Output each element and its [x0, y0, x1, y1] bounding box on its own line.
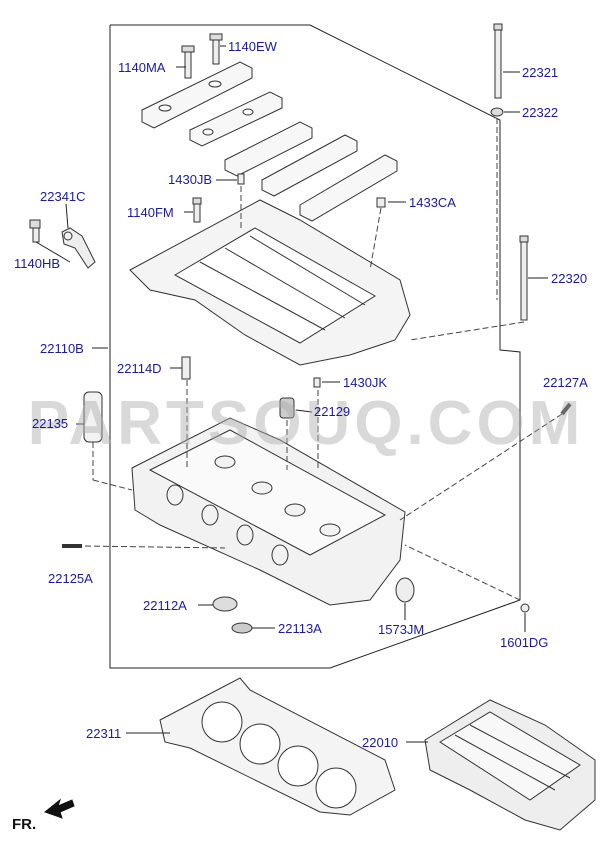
assembly-outline	[109, 24, 521, 669]
label-1140hb[interactable]: 1140HB	[14, 256, 61, 271]
label-22322[interactable]: 22322	[522, 105, 559, 120]
label-1140ma[interactable]: 1140MA	[118, 60, 166, 75]
label-22113a[interactable]: 22113A	[278, 621, 322, 636]
watermark: PARTSOUQ.COM	[27, 389, 585, 458]
dowel-1430jb[interactable]	[237, 173, 245, 185]
cylinder-head-assembly-22010[interactable]	[424, 699, 596, 831]
bolt-1140ma[interactable]	[181, 45, 195, 79]
dowel-1430jk[interactable]	[313, 377, 321, 388]
sleeve-22114d[interactable]	[181, 356, 191, 380]
pin-1601dg[interactable]	[520, 603, 530, 613]
bracket-22341c[interactable]	[61, 227, 96, 269]
plug-1573jm[interactable]	[395, 577, 415, 603]
label-22320[interactable]: 22320	[551, 271, 588, 286]
label-1433ca[interactable]: 1433CA	[409, 195, 456, 210]
label-1140fm[interactable]: 1140FM	[127, 205, 174, 220]
label-1601dg[interactable]: 1601DG	[500, 635, 549, 650]
pin-22127a[interactable]	[560, 402, 572, 416]
label-1430jb[interactable]: 1430JB	[168, 172, 213, 187]
dashed-leaders	[84, 118, 563, 601]
label-22129[interactable]: 22129	[314, 404, 351, 419]
seal-22112a[interactable]	[212, 596, 238, 612]
head-gasket-22311[interactable]	[159, 677, 396, 816]
label-leaders	[35, 45, 548, 743]
bolt-1140fm[interactable]	[192, 197, 202, 223]
washer-22322[interactable]	[490, 107, 504, 117]
label-1430jk[interactable]: 1430JK	[343, 375, 388, 390]
long-bolt-22321[interactable]	[493, 23, 503, 99]
cylinder-head[interactable]	[131, 417, 406, 606]
label-22311[interactable]: 22311	[86, 726, 122, 741]
label-22114d[interactable]: 22114D	[117, 361, 162, 376]
front-arrow-icon	[43, 798, 75, 819]
bolt-1140ew[interactable]	[209, 33, 223, 65]
seal-22113a[interactable]	[231, 622, 253, 634]
bolt-1140hb[interactable]	[29, 219, 41, 243]
front-marker-label: FR.	[12, 816, 37, 833]
plug-22129[interactable]	[279, 397, 295, 419]
label-1140ew[interactable]: 1140EW	[228, 39, 277, 54]
label-1573jm[interactable]: 1573JM	[378, 622, 425, 637]
plug-1433ca[interactable]	[376, 197, 386, 208]
bearing-cap-set[interactable]	[141, 61, 398, 222]
label-22010[interactable]: 22010	[362, 735, 399, 750]
camshaft-carrier-22110b[interactable]	[129, 199, 411, 366]
label-22127a[interactable]: 22127A	[543, 375, 588, 390]
label-22125a[interactable]: 22125A	[48, 571, 93, 586]
long-bolt-22320[interactable]	[519, 235, 529, 321]
label-22110b[interactable]: 22110B	[40, 341, 84, 356]
label-22321[interactable]: 22321	[522, 65, 559, 80]
label-22341c[interactable]: 22341C	[40, 189, 86, 204]
label-22112a[interactable]: 22112A	[143, 598, 187, 613]
label-22135[interactable]: 22135	[32, 416, 69, 431]
